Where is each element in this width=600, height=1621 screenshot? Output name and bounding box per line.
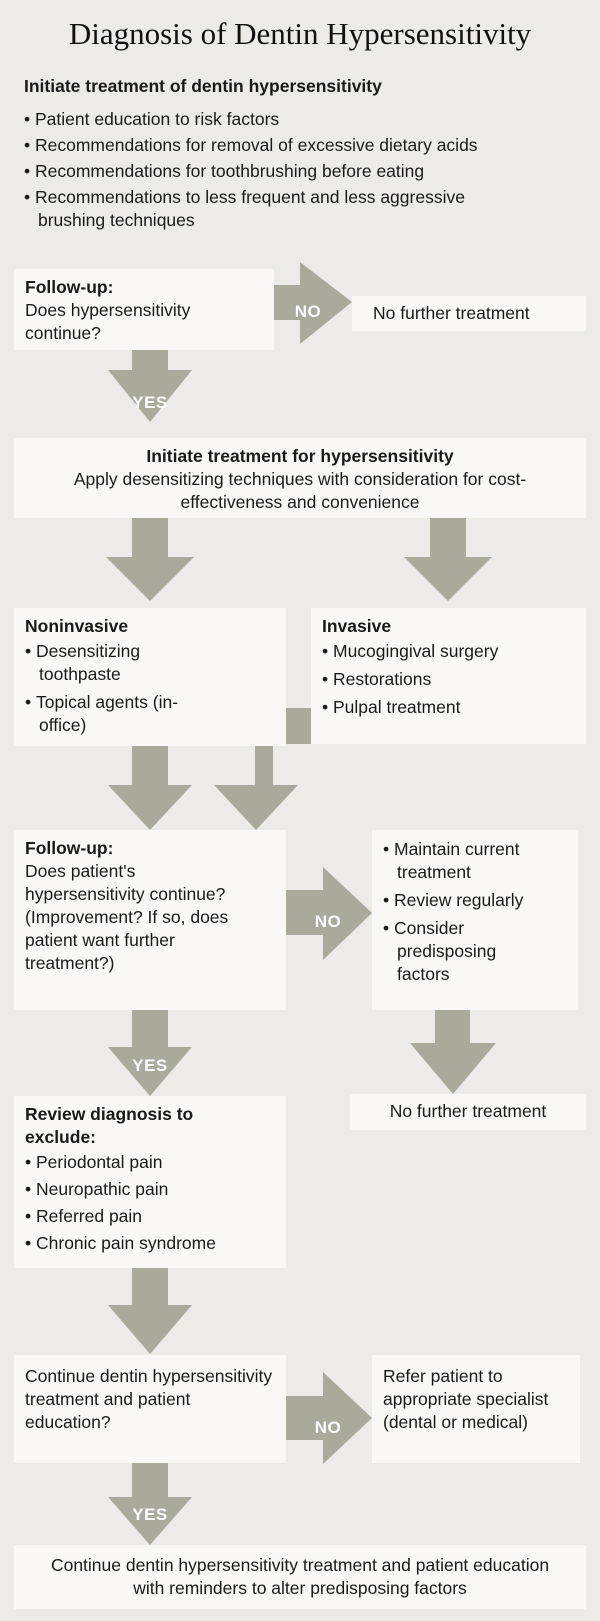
yes-label: YES bbox=[132, 1505, 168, 1524]
list-item: Maintain current treatment bbox=[383, 838, 567, 884]
continue-question-box: Continue dentin hypersensitivity treatme… bbox=[14, 1355, 286, 1463]
final-box: Continue dentin hypersensitivity treatme… bbox=[14, 1545, 586, 1609]
invasive-list: Mucogingival surgery Restorations Pulpal… bbox=[322, 640, 522, 719]
continue-question-text: Continue dentin hypersensitivity treatme… bbox=[25, 1366, 273, 1432]
list-item: Chronic pain syndrome bbox=[25, 1232, 275, 1255]
list-item: Review regularly bbox=[383, 889, 567, 912]
arrow-down bbox=[410, 1010, 496, 1094]
maintain-box: Maintain current treatment Review regula… bbox=[372, 830, 578, 1010]
arrow-down bbox=[106, 508, 194, 601]
list-item: Periodontal pain bbox=[25, 1151, 275, 1174]
followup-question: Does hypersensitivity continue? bbox=[25, 300, 191, 343]
arrow-right bbox=[265, 262, 352, 344]
followup-heading: Follow-up: bbox=[25, 838, 114, 858]
initiate-treatment-box: Initiate treatment for hypersensitivity … bbox=[14, 438, 586, 518]
arrow-down bbox=[108, 341, 192, 422]
followup-question: Does patient's hypersensitivity continue… bbox=[25, 861, 229, 973]
list-item: Referred pain bbox=[25, 1205, 275, 1228]
followup-box-1: Follow-up: Does hypersensitivity continu… bbox=[14, 269, 274, 350]
arrow-down bbox=[108, 1008, 192, 1096]
arrow-elbow bbox=[214, 708, 311, 830]
final-text: Continue dentin hypersensitivity treatme… bbox=[50, 1555, 550, 1598]
initiate-text: Apply desensitizing techniques with cons… bbox=[73, 469, 527, 512]
arrow-right bbox=[285, 1372, 372, 1464]
followup-heading: Follow-up: bbox=[25, 277, 114, 297]
intro-item: Patient education to risk factors bbox=[24, 108, 478, 131]
followup-box-2: Follow-up: Does patient's hypersensitivi… bbox=[14, 830, 286, 1010]
initiate-heading: Initiate treatment for hypersensitivity bbox=[146, 446, 454, 466]
list-item: Restorations bbox=[322, 668, 522, 691]
yes-label: YES bbox=[132, 393, 168, 412]
noninvasive-heading: Noninvasive bbox=[25, 616, 129, 636]
list-item: Desensitizing toothpaste bbox=[25, 640, 195, 686]
no-label: NO bbox=[314, 912, 342, 931]
no-further-treatment-box: No further treatment bbox=[350, 1094, 586, 1130]
arrow-right bbox=[285, 867, 372, 960]
review-diagnosis-box: Review diagnosis to exclude: Periodontal… bbox=[14, 1096, 286, 1268]
intro-item: Recommendations for removal of excessive… bbox=[24, 134, 478, 157]
invasive-heading: Invasive bbox=[322, 616, 392, 636]
no-further-text: No further treatment bbox=[373, 303, 530, 323]
list-item: Neuropathic pain bbox=[25, 1178, 275, 1201]
intro-list: Patient education to risk factors Recomm… bbox=[24, 108, 478, 235]
list-item: Topical agents (in-office) bbox=[25, 691, 195, 737]
list-item: Mucogingival surgery bbox=[322, 640, 522, 663]
list-item: Consider predisposing factors bbox=[383, 917, 537, 986]
refer-box: Refer patient to appropriate specialist … bbox=[372, 1355, 580, 1463]
no-further-text: No further treatment bbox=[389, 1101, 547, 1121]
maintain-list: Maintain current treatment Review regula… bbox=[383, 838, 567, 986]
diagram-title: Diagnosis of Dentin Hypersensitivity bbox=[68, 16, 532, 51]
noninvasive-box: Noninvasive Desensitizing toothpaste Top… bbox=[14, 608, 286, 746]
noninvasive-list: Desensitizing toothpaste Topical agents … bbox=[25, 640, 195, 737]
intro-heading: Initiate treatment of dentin hypersensit… bbox=[24, 76, 382, 96]
arrow-down bbox=[108, 1268, 192, 1354]
yes-label: YES bbox=[132, 1056, 168, 1075]
arrow-down bbox=[108, 1463, 192, 1545]
no-label: NO bbox=[314, 1418, 342, 1437]
arrow-down bbox=[404, 508, 492, 601]
invasive-box: Invasive Mucogingival surgery Restoratio… bbox=[311, 608, 586, 744]
intro-item: Recommendations for toothbrushing before… bbox=[24, 160, 478, 183]
review-heading: Review diagnosis to exclude: bbox=[25, 1104, 194, 1147]
arrow-down bbox=[108, 745, 192, 830]
review-list: Periodontal pain Neuropathic pain Referr… bbox=[25, 1151, 275, 1255]
intro-item: Recommendations to less frequent and les… bbox=[24, 186, 478, 232]
refer-text: Refer patient to appropriate specialist … bbox=[383, 1366, 549, 1432]
list-item: Pulpal treatment bbox=[322, 696, 522, 719]
no-further-treatment-box: No further treatment bbox=[352, 296, 586, 331]
no-label: NO bbox=[294, 302, 322, 321]
